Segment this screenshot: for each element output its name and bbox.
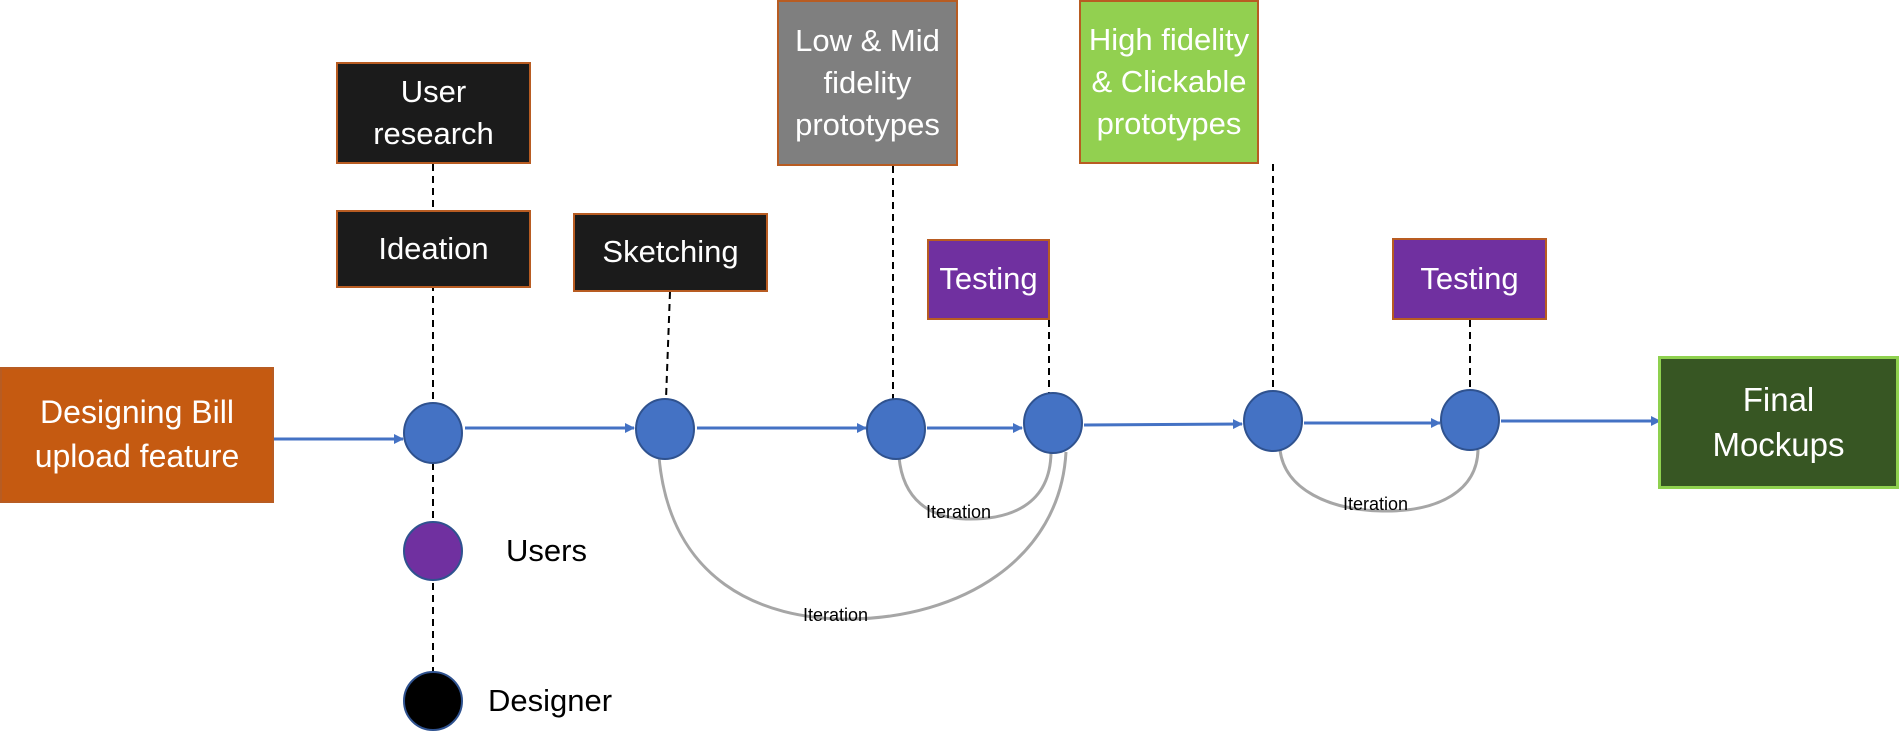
start-box: Designing Bill upload feature (0, 367, 274, 503)
stage-testing-1: Testing (927, 239, 1050, 320)
stage-sketching: Sketching (573, 213, 768, 292)
iteration-arcs (657, 449, 1480, 621)
legend-designer-label: Designer (488, 683, 613, 718)
stage-label-line: & Clickable (1091, 63, 1247, 99)
stage-high-fidelity: High fidelity & Clickable prototypes (1079, 0, 1259, 164)
legend-users-dot (403, 521, 463, 581)
process-node-3 (866, 398, 926, 460)
flow-node4-node5 (1083, 419, 1243, 430)
stage-label-line: prototypes (1096, 106, 1242, 142)
process-node-6 (1440, 389, 1500, 451)
final-mockups-box: Final Mockups (1658, 356, 1899, 489)
stage-label-line: Testing (939, 261, 1038, 297)
stage-connectors (432, 164, 1471, 672)
legend-designer-dot (403, 671, 463, 731)
end-line-2: Mockups (1712, 425, 1845, 463)
iteration-arc-lowmid-testing (897, 452, 1053, 521)
stage-label-line: research (373, 116, 494, 151)
legend-users-label: Users (506, 533, 587, 568)
end-line-1: Final (1742, 380, 1815, 418)
iteration-label: Iteration (803, 605, 869, 625)
process-node-2 (635, 398, 695, 460)
stage-label-line: User (400, 73, 467, 109)
iteration-arc-sketching-testing (657, 451, 1068, 621)
connector-sketching (665, 291, 671, 400)
stage-label-line: prototypes (795, 107, 940, 143)
start-line-1: Designing Bill (40, 394, 234, 431)
stage-user-research: User research (336, 62, 531, 164)
process-nodes (403, 389, 1500, 464)
iteration-label: Iteration (1343, 494, 1409, 514)
stage-label-line: fidelity (823, 64, 912, 100)
stage-label-line: Ideation (378, 230, 489, 266)
start-line-2: upload feature (34, 438, 240, 474)
stage-label-line: Low & Mid (795, 22, 940, 58)
process-node-1 (403, 402, 463, 464)
process-node-4 (1023, 392, 1083, 454)
stage-label-line: Sketching (602, 234, 739, 270)
iteration-arc-highfi-testing (1278, 449, 1480, 513)
stage-label-line: Testing (1420, 260, 1519, 296)
stage-label-line: High fidelity (1088, 21, 1250, 57)
iteration-label: Iteration (926, 502, 992, 522)
stage-ideation: Ideation (336, 210, 531, 288)
stage-low-mid-fidelity: Low & Mid fidelity prototypes (777, 0, 958, 166)
flow-lines (274, 416, 1661, 444)
stage-testing-2: Testing (1392, 238, 1547, 320)
process-node-5 (1243, 390, 1303, 452)
